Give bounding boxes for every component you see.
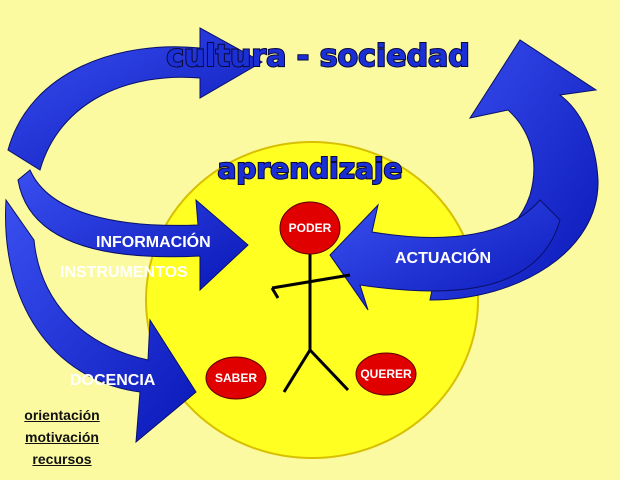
poder-node: [279, 201, 341, 255]
top-left-arc-arrow: [7, 27, 264, 171]
stick-figure: [270, 250, 351, 393]
resources-list: orientación motivación recursos: [6, 404, 118, 470]
list-item: recursos: [32, 451, 92, 467]
querer-node: [355, 352, 417, 396]
informacion-arrow: [17, 169, 249, 292]
docencia-arrow: [5, 198, 197, 444]
list-item: orientación: [24, 407, 100, 423]
list-item: motivación: [25, 429, 99, 445]
top-title: cultura - sociedad: [166, 39, 470, 74]
informacion-label: INFORMACIÓN: [96, 232, 211, 251]
docencia-label: DOCENCIA: [70, 372, 156, 389]
saber-label: SABER: [215, 371, 257, 385]
saber-node: [205, 356, 267, 400]
querer-label: QUERER: [360, 367, 412, 381]
central-circle: [145, 141, 479, 459]
actuacion-arrow: [329, 199, 561, 311]
poder-label: PODER: [289, 221, 332, 235]
actuacion-label: ACTUACIÓN: [395, 248, 491, 267]
instrumentos-label: INSTRUMENTOS: [60, 264, 188, 281]
center-title: aprendizaje: [217, 152, 402, 185]
